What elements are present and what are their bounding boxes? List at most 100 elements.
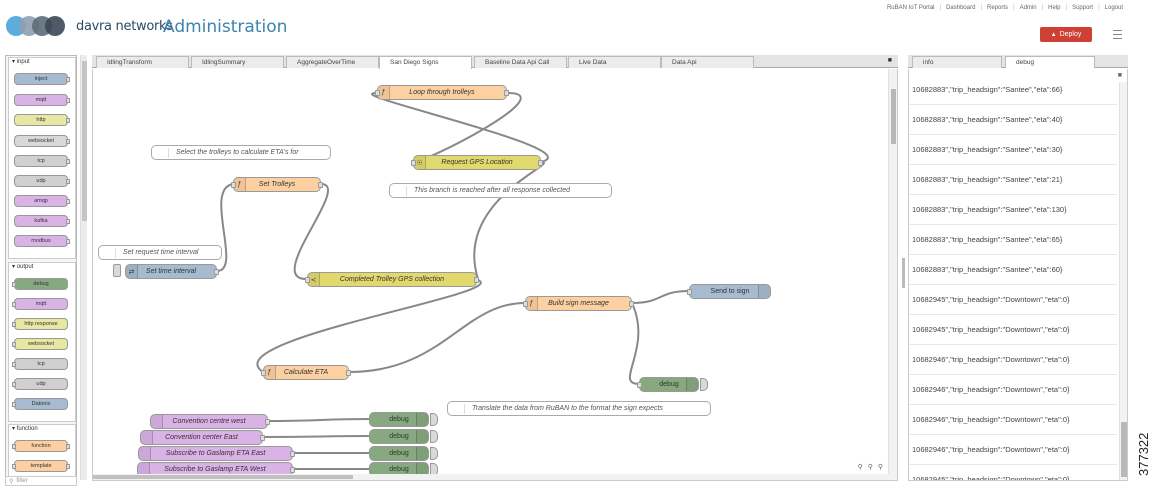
nav-reports[interactable]: Reports <box>987 5 1009 11</box>
palette-filter-input[interactable]: ⚲ filter <box>5 476 77 486</box>
palette-node-template[interactable]: template <box>12 460 70 472</box>
flow-node-build-sign-message[interactable]: ƒ Build sign message <box>523 296 634 311</box>
debug-toggle-button[interactable] <box>700 378 708 391</box>
tab-debug[interactable]: debug <box>1005 56 1095 68</box>
wire-calc-to-build <box>348 302 526 373</box>
hamburger-menu-icon[interactable] <box>1113 30 1122 39</box>
palette-category-title[interactable]: ▾ function <box>12 426 38 432</box>
nav-support[interactable]: Support <box>1072 5 1094 11</box>
flow-node-send-to-sign[interactable]: Send to sign <box>687 284 771 299</box>
palette-node-function[interactable]: function <box>12 440 70 452</box>
debug-toggle-button[interactable] <box>430 430 438 443</box>
flow-node-request-gps-location[interactable]: ☉ Request GPS Location <box>411 155 543 170</box>
output-port[interactable] <box>260 435 265 441</box>
palette-node-datonix[interactable]: Datonix <box>12 398 68 410</box>
nav-admin[interactable]: Admin <box>1019 5 1037 11</box>
palette-node-tcp-out[interactable]: tcp <box>12 358 68 370</box>
palette-node-tcp-in[interactable]: tcp <box>14 155 70 167</box>
flow-node-set-time-interval[interactable]: ⇄ Set time interval <box>125 264 219 279</box>
tab-idling-transform[interactable]: IdlingTransform <box>96 56 189 68</box>
comment-set-request-interval[interactable]: Set request time interval <box>98 245 222 260</box>
palette-node-kafka[interactable]: kafka <box>14 215 70 227</box>
output-port[interactable] <box>290 467 295 473</box>
palette-category-title[interactable]: ▾ output <box>12 264 34 270</box>
palette-category-title[interactable]: ▾ input <box>12 59 30 65</box>
nav-logout[interactable]: Logout <box>1104 5 1123 11</box>
sidebar-vertical-scrollbar[interactable] <box>1119 82 1127 480</box>
input-port[interactable] <box>411 160 416 166</box>
palette-node-http-response[interactable]: http response <box>12 318 68 330</box>
zoom-reset-icon[interactable]: ⚲ <box>867 464 873 471</box>
input-port[interactable] <box>523 301 528 307</box>
inject-trigger-button[interactable] <box>113 264 121 277</box>
flow-node-gaslamp-eta-east[interactable]: Subscribe to Gaslamp ETA East <box>138 446 295 461</box>
flow-node-convention-centre-west[interactable]: Convention centre west <box>150 414 270 429</box>
flow-node-debug-1[interactable]: debug <box>369 412 429 427</box>
palette-scrollbar-thumb[interactable] <box>82 61 87 221</box>
tab-live-data[interactable]: Live Data <box>568 56 661 68</box>
input-port[interactable] <box>687 289 692 295</box>
output-port[interactable] <box>290 451 295 457</box>
output-port[interactable] <box>504 90 509 96</box>
tab-data-api[interactable]: Data Api <box>661 56 754 68</box>
tab-san-diego-signs[interactable]: San Diego Signs <box>379 56 472 69</box>
flow-workspace[interactable]: ƒ Loop through trolleys Select the troll… <box>92 69 898 481</box>
tab-idling-summary[interactable]: IdlingSummary <box>191 56 284 68</box>
deploy-button[interactable]: ▲ Deploy <box>1040 27 1092 42</box>
comment-translate-data[interactable]: Translate the data from RuBAN to the for… <box>447 401 711 416</box>
debug-toggle-button[interactable] <box>430 413 438 426</box>
output-port[interactable] <box>346 370 351 376</box>
flow-node-completed-gps-collection[interactable]: ≺ Completed Trolley GPS collection <box>305 272 479 287</box>
flow-node-loop-through-trolleys[interactable]: ƒ Loop through trolleys <box>375 85 509 100</box>
palette-node-modbus[interactable]: modbus <box>14 235 70 247</box>
palette-node-mqtt-out[interactable]: mqtt <box>12 298 68 310</box>
palette-node-amqp[interactable]: amqp <box>14 195 70 207</box>
sidebar-scrollbar-thumb[interactable] <box>1121 422 1127 477</box>
tab-info[interactable]: info <box>912 56 1002 68</box>
output-port[interactable] <box>474 277 479 283</box>
input-port[interactable] <box>305 277 310 283</box>
output-port[interactable] <box>214 269 219 275</box>
workspace-vertical-scrollbar-thumb[interactable] <box>891 89 896 144</box>
zoom-in-icon[interactable]: ⚲ <box>877 464 883 471</box>
tab-aggregate-over-time[interactable]: AggregateOverTime <box>286 56 379 68</box>
input-port[interactable] <box>261 370 266 376</box>
clear-debug-icon[interactable]: ■ <box>1117 72 1122 79</box>
input-port[interactable] <box>231 182 236 188</box>
palette-node-udp-out[interactable]: udp <box>12 378 68 390</box>
flow-node-debug-3[interactable]: debug <box>369 446 429 461</box>
flow-node-debug-2[interactable]: debug <box>369 429 429 444</box>
workspace-vertical-scrollbar[interactable] <box>888 69 897 480</box>
tab-baseline-data-api-call[interactable]: Baseline Data Api Call <box>474 56 567 68</box>
comment-branch-reached[interactable]: This branch is reached after all respons… <box>389 183 612 198</box>
flow-node-set-trolleys[interactable]: ƒ Set Trolleys <box>231 177 323 192</box>
nav-help[interactable]: Help <box>1048 5 1061 11</box>
palette-node-websocket-in[interactable]: websocket <box>14 135 70 147</box>
zoom-out-icon[interactable]: ⚲ <box>857 464 863 471</box>
workspace-horizontal-scrollbar-thumb[interactable] <box>93 475 353 479</box>
input-port[interactable] <box>375 90 380 96</box>
palette-node-mqtt-in[interactable]: mqtt <box>14 94 70 106</box>
comment-select-trolleys[interactable]: Select the trolleys to calculate ETA's f… <box>151 145 331 160</box>
flow-node-convention-center-east[interactable]: Convention center East <box>140 430 265 445</box>
debug-toggle-button[interactable] <box>430 447 438 460</box>
palette-node-websocket-out[interactable]: websocket <box>12 338 68 350</box>
output-port[interactable] <box>538 160 543 166</box>
palette-node-udp-in[interactable]: udp <box>14 175 70 187</box>
flow-node-debug-4[interactable]: debug <box>369 462 429 477</box>
output-port[interactable] <box>318 182 323 188</box>
nav-ruban-iot-portal[interactable]: RuBAN IoT Portal <box>886 5 935 11</box>
add-tab-icon[interactable]: ■ <box>887 57 892 64</box>
output-port[interactable] <box>629 301 634 307</box>
output-port[interactable] <box>265 419 270 425</box>
workspace-horizontal-scrollbar[interactable] <box>93 474 890 480</box>
palette-scrollbar[interactable] <box>80 55 87 480</box>
flow-node-calculate-eta[interactable]: ƒ Calculate ETA <box>261 365 351 380</box>
input-port[interactable] <box>637 382 642 388</box>
flow-node-debug-main[interactable]: debug <box>637 377 699 392</box>
sidebar-resize-handle[interactable] <box>902 258 905 288</box>
palette-node-debug[interactable]: debug <box>12 278 68 290</box>
nav-dashboard[interactable]: Dashboard <box>946 5 976 11</box>
palette-node-inject[interactable]: inject <box>14 73 70 85</box>
palette-node-http-in[interactable]: http <box>14 114 70 126</box>
